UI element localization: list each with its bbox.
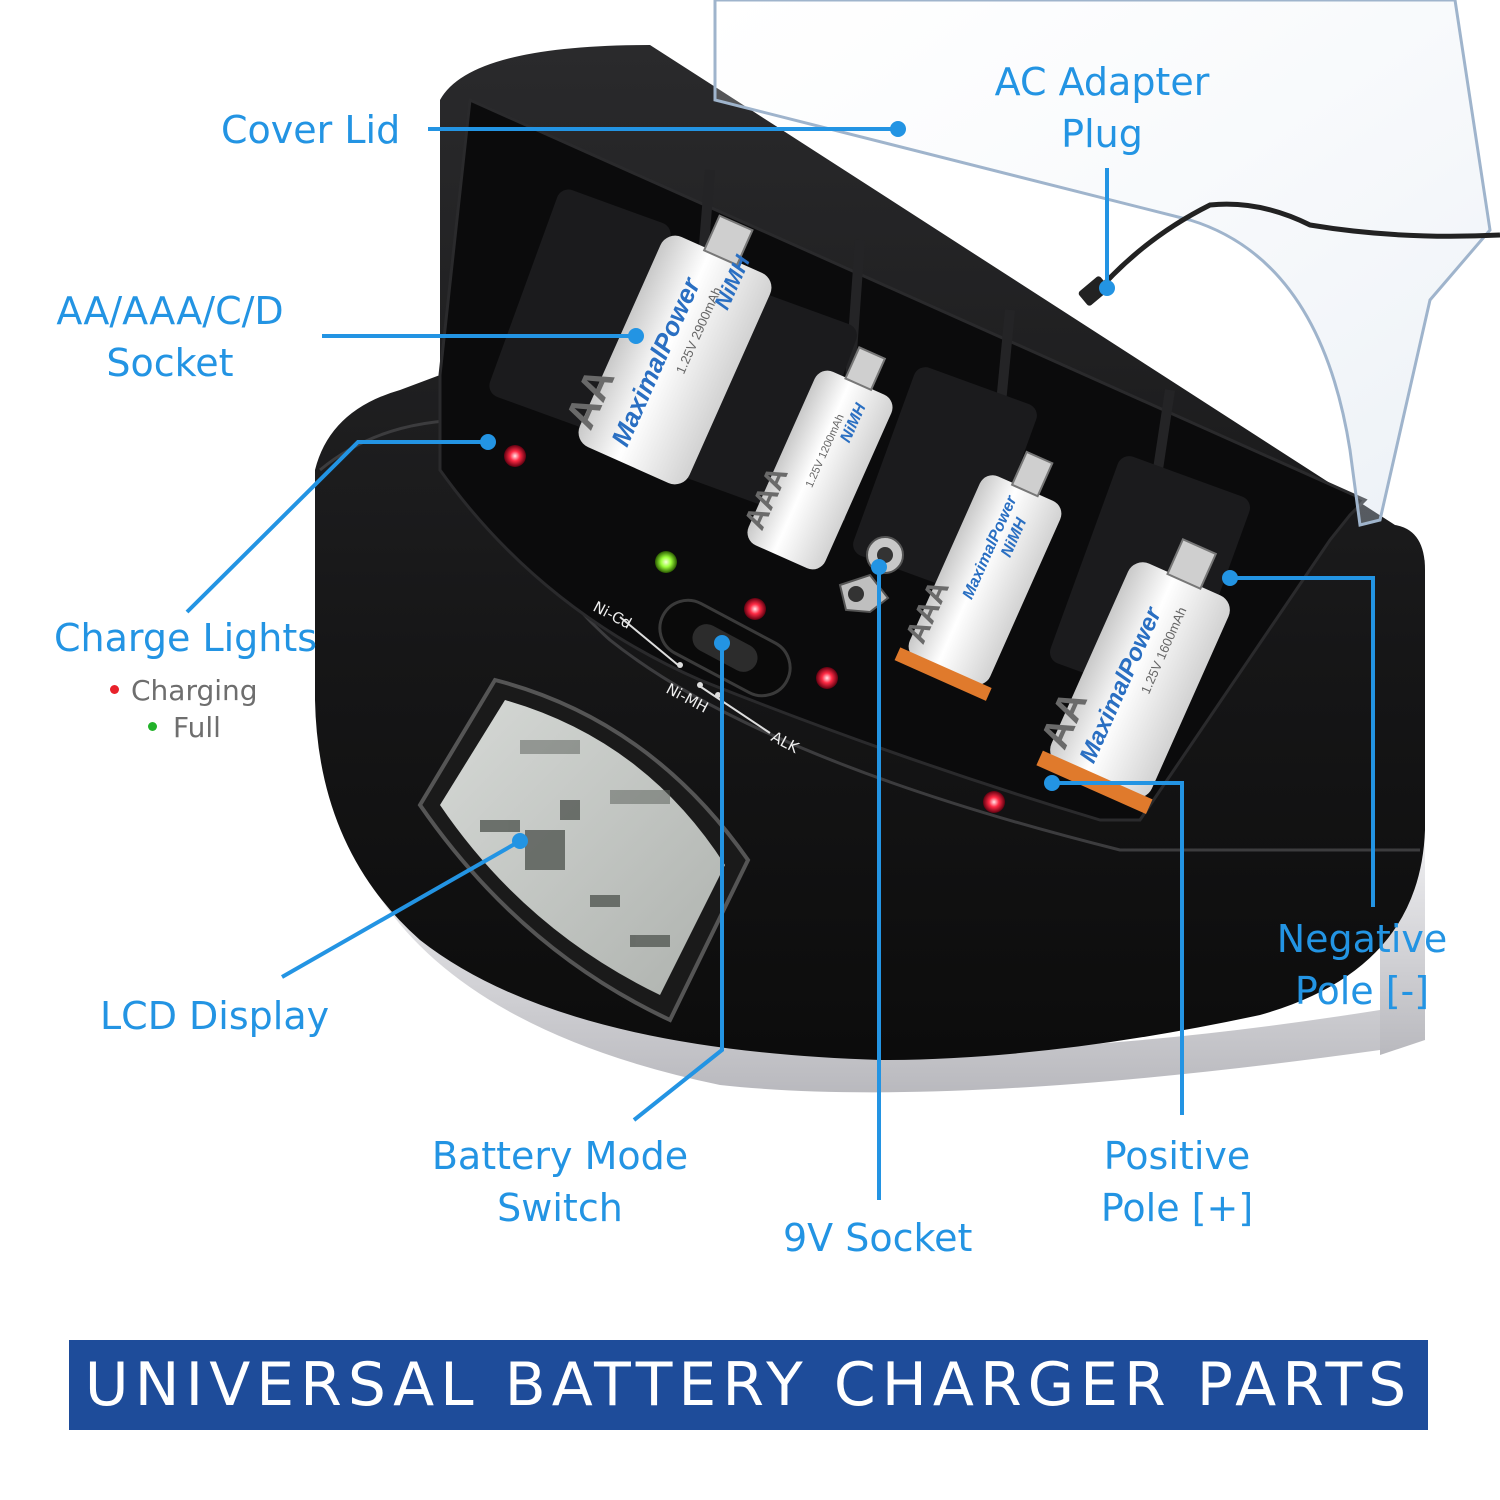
led-red-2 <box>744 598 766 620</box>
led-green <box>655 551 677 573</box>
callout-negative <box>1230 576 1375 907</box>
callout-lines <box>185 127 1375 1200</box>
led-red-4 <box>983 791 1005 813</box>
callout-positive <box>1052 781 1184 1115</box>
legend-item-charging: Charging <box>110 672 258 709</box>
label-lcd-display: LCD Display <box>100 994 330 1038</box>
legend-dot-green <box>148 721 157 731</box>
label-socket: AA/AAA/C/D Socket <box>56 289 284 385</box>
led-red-1 <box>504 445 526 467</box>
led-red-3 <box>816 667 838 689</box>
label-positive-pole: Positive Pole [+] <box>1100 1134 1254 1230</box>
callout-dots <box>480 121 1238 849</box>
charge-lights-legend: Charging Full <box>110 672 258 746</box>
label-battery-mode-switch: Battery Mode Switch <box>431 1134 689 1230</box>
label-negative-pole: Negative Pole [-] <box>1276 917 1448 1013</box>
cover-lid <box>713 0 1492 527</box>
battery-aaa-2: AAA MaximalPower NiMH <box>894 450 1062 701</box>
label-cover-lid: Cover Lid <box>221 108 401 152</box>
legend-dot-red <box>110 684 119 694</box>
callout-battery-mode <box>632 643 724 1122</box>
legend-item-full: Full <box>110 709 258 746</box>
label-ac-adapter-plug: AC Adapter Plug <box>994 60 1210 156</box>
nine-v-terminals <box>838 536 904 614</box>
callout-charge-lights <box>185 440 488 614</box>
label-9v-socket: 9V Socket <box>783 1216 973 1260</box>
title-banner: UNIVERSAL BATTERY CHARGER PARTS <box>69 1340 1428 1430</box>
charge-lights <box>504 445 1005 813</box>
label-charge-lights: Charge Lights <box>54 616 318 660</box>
callout-lcd <box>281 839 521 979</box>
lcd-display <box>417 677 751 1023</box>
ac-adapter-cord <box>1088 201 1500 302</box>
